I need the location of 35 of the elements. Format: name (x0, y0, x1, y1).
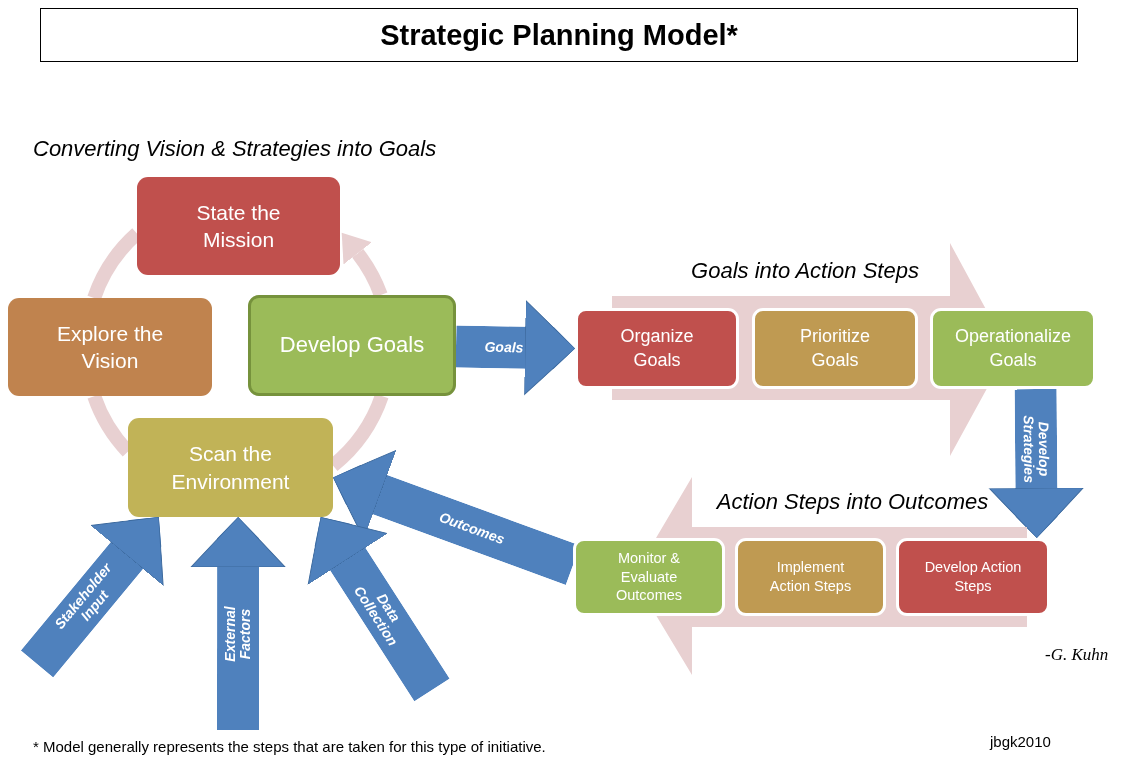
process-box (896, 538, 1050, 616)
process-box (752, 308, 918, 389)
band-heading: Action Steps into Outcomes (715, 489, 990, 515)
box-label: Organize Goals (619, 325, 695, 372)
footnote: * Model generally represents the steps that are taken for this type of initiative. (33, 738, 546, 755)
process-box (573, 538, 725, 616)
box-label: Implement Action Steps (768, 558, 853, 596)
block-arrow (306, 517, 450, 702)
process-box (930, 308, 1096, 389)
section-heading: Converting Vision & Strategies into Goals (33, 136, 437, 162)
box-label: Scan the Environment (170, 441, 291, 495)
block-arrow (190, 517, 286, 730)
box-label: Prioritize Goals (799, 325, 871, 372)
process-box (248, 295, 456, 396)
box-label: State the Mission (195, 199, 282, 253)
process-box (137, 177, 340, 275)
author-credit: -G. Kuhn (1045, 645, 1109, 665)
block-arrow (20, 517, 165, 678)
process-box (8, 298, 212, 396)
box-label: Operationalize Goals (953, 325, 1073, 372)
box-label: Monitor & Evaluate Outcomes (614, 548, 684, 606)
box-label: Develop Action Steps (923, 558, 1023, 596)
box-label: Develop Goals (279, 331, 425, 360)
arrow-label: Develop Strategies (1020, 413, 1052, 485)
process-box (575, 308, 739, 389)
block-arrow (988, 388, 1084, 538)
arrow-label: External Factors (223, 605, 253, 664)
block-arrow (455, 300, 575, 396)
box-label: Explore the Vision (55, 320, 165, 374)
process-box (735, 538, 886, 616)
arrow-label: Goals (484, 339, 524, 355)
band-heading: Goals into Action Steps (690, 258, 920, 284)
process-box (128, 418, 333, 517)
title-banner: Strategic Planning Model* (40, 8, 1078, 62)
signature-code: jbgk2010 (990, 733, 1051, 750)
